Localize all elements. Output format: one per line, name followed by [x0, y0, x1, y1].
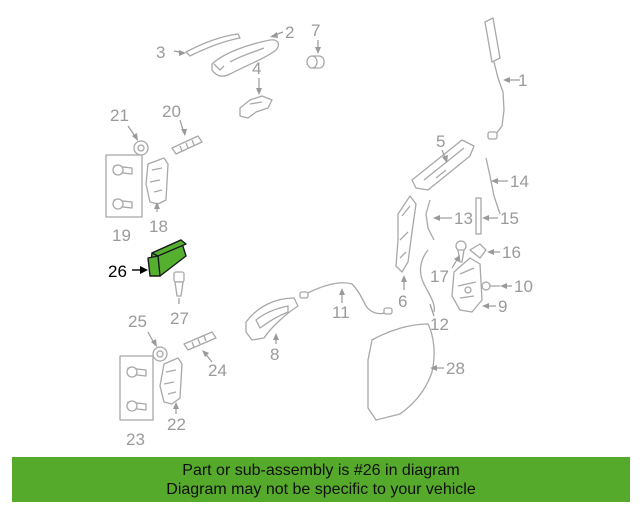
part-7-lock-cylinder — [306, 40, 325, 69]
part-21-nut — [127, 125, 149, 156]
callout-6: 6 — [398, 292, 407, 311]
part-19-bolt-set — [105, 154, 143, 218]
part-2-exterior-handle — [211, 31, 284, 77]
part-22-lower-hinge — [159, 357, 183, 414]
callout-5: 5 — [436, 132, 445, 151]
part-3-handle-cover — [173, 33, 241, 57]
part-16-retainer — [469, 243, 500, 259]
part-9-door-latch — [451, 257, 496, 313]
callout-25: 25 — [128, 312, 147, 331]
part-20-hinge-pin — [171, 119, 203, 155]
callout-23: 23 — [126, 430, 145, 449]
callout-8: 8 — [270, 345, 279, 364]
part-4-handle-bracket — [239, 78, 273, 119]
callout-4: 4 — [252, 59, 261, 78]
banner-line-disclaimer: Diagram may not be specific to your vehi… — [166, 481, 476, 498]
part-11-release-cable — [299, 282, 393, 315]
callout-7: 7 — [311, 21, 320, 40]
callout-13: 13 — [454, 209, 473, 228]
part-13-rod — [425, 199, 452, 241]
callout-17: 17 — [430, 267, 449, 286]
callout-18: 18 — [149, 217, 168, 236]
part-28-watershield — [367, 323, 444, 421]
callout-24: 24 — [208, 361, 227, 380]
part-18-upper-hinge — [145, 157, 169, 212]
part-17-clip — [451, 240, 467, 269]
part-15-rod — [475, 197, 498, 235]
part-14-rod — [485, 157, 508, 215]
part-8-interior-handle — [245, 297, 299, 344]
part-25-nut — [147, 331, 168, 362]
callout-15: 15 — [500, 209, 519, 228]
parts-diagram: 3 2 7 4 1 21 — [105, 17, 533, 449]
part-6-latch-bracket — [395, 195, 417, 290]
callout-9: 9 — [498, 297, 507, 316]
callout-19: 19 — [112, 226, 131, 245]
callout-3: 3 — [156, 43, 165, 62]
part-12-cable — [419, 249, 436, 317]
part-1-door-rod — [484, 17, 520, 140]
callout-21: 21 — [110, 106, 129, 125]
callout-16: 16 — [502, 243, 521, 262]
callout-12: 12 — [430, 315, 449, 334]
callout-10: 10 — [514, 277, 533, 296]
part-23-bolt-set — [119, 355, 154, 421]
info-banner: Part or sub-assembly is #26 in diagram D… — [12, 457, 630, 502]
callout-2: 2 — [285, 23, 294, 42]
callout-28: 28 — [446, 359, 465, 378]
part-10-screw — [481, 281, 512, 291]
part-5-lock-actuator — [411, 139, 475, 191]
callout-26-highlighted: 26 — [108, 262, 127, 281]
callout-11: 11 — [332, 303, 350, 322]
part-26-check-strap — [132, 239, 187, 277]
part-24-hinge-pin — [183, 331, 217, 363]
callout-22: 22 — [167, 415, 186, 434]
callout-20: 20 — [162, 102, 181, 121]
banner-line-part: Part or sub-assembly is #26 in diagram — [182, 462, 460, 479]
part-27-bolt — [173, 271, 185, 304]
callout-14: 14 — [510, 172, 529, 191]
callout-1: 1 — [518, 71, 527, 90]
callout-27: 27 — [170, 309, 189, 328]
